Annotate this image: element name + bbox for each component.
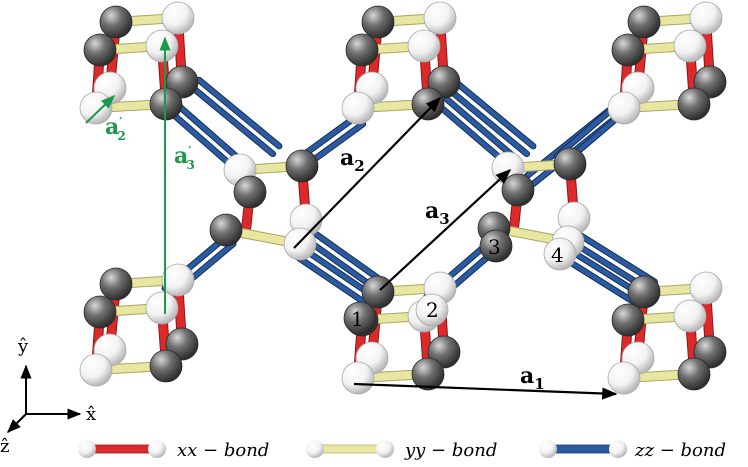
vector-a2-arrow bbox=[293, 96, 442, 249]
lattice-vector-layer bbox=[85, 36, 618, 400]
zz-bond-5 bbox=[448, 80, 537, 158]
cluster-4-atom-b bbox=[161, 263, 195, 297]
legend-item-xx: xx − bond bbox=[78, 440, 269, 461]
cluster-3-atom-c bbox=[611, 33, 645, 67]
cluster-6-atom-c bbox=[611, 303, 645, 337]
legend-label-yy: yy − bond bbox=[404, 440, 497, 461]
cluster-3-atom-g bbox=[607, 91, 641, 125]
cluster-6-atom-d bbox=[673, 299, 707, 333]
central-2-atom-b bbox=[553, 147, 587, 181]
legend-label-zz: zz − bond bbox=[634, 440, 726, 461]
cluster-6-atom-a bbox=[627, 275, 661, 309]
legend-item-zz: zz − bond bbox=[539, 440, 726, 461]
zz-bond-4 bbox=[433, 92, 517, 168]
cluster-5-atom-h bbox=[411, 357, 445, 391]
cluster-4-atom-g bbox=[79, 353, 113, 387]
cluster-3-atom-h bbox=[677, 87, 711, 121]
vector-a2-label: a2 bbox=[340, 145, 365, 175]
cluster-2-atom-d bbox=[407, 29, 441, 63]
cluster-5-atom-g bbox=[341, 361, 375, 395]
cluster-4-atom-a bbox=[99, 267, 133, 301]
cluster-3-atom-a bbox=[627, 5, 661, 39]
central-1-atom-f bbox=[283, 227, 317, 261]
cluster-2-atom-g bbox=[341, 91, 375, 125]
cluster-4-atom-h bbox=[149, 349, 183, 383]
site-label-1: 1 bbox=[351, 307, 364, 331]
vector-a3-prime-label: a′3 bbox=[174, 143, 195, 172]
atom-layer bbox=[79, 1, 727, 395]
site-atom-2 bbox=[415, 293, 449, 327]
cluster-2-atom-c bbox=[345, 33, 379, 67]
axis-z-label: ẑ bbox=[0, 436, 9, 457]
zz-bond-2 bbox=[189, 76, 283, 158]
cluster-6-atom-h bbox=[677, 357, 711, 391]
coordinate-axes: ŷ x̂ ẑ bbox=[0, 336, 96, 457]
bond-legend: xx − bond yy − bond zz − bond bbox=[78, 440, 726, 461]
zz-bond-3 bbox=[298, 112, 367, 168]
cluster-4-atom-d bbox=[145, 291, 179, 325]
central-1-atom-e bbox=[209, 213, 243, 247]
cluster-3-atom-d bbox=[673, 29, 707, 63]
vector-a2-prime-label: a′2 bbox=[105, 114, 126, 143]
vector-a3-arrow bbox=[379, 168, 512, 291]
axis-y-label: ŷ bbox=[17, 336, 29, 357]
site-atom-4 bbox=[543, 237, 577, 271]
cluster-4-atom-c bbox=[83, 295, 117, 329]
central-1-atom-c bbox=[233, 175, 267, 209]
vector-a2-prime-arrow bbox=[85, 95, 116, 124]
legend-item-yy: yy − bond bbox=[306, 440, 497, 461]
cluster-2-atom-a bbox=[361, 5, 395, 39]
site-label-3: 3 bbox=[488, 235, 501, 259]
vector-a1-label: a1 bbox=[520, 363, 545, 393]
vector-a1-arrow bbox=[353, 382, 618, 400]
cluster-6-atom-b bbox=[689, 271, 723, 305]
cluster-3-atom-b bbox=[689, 1, 723, 35]
cluster-6-atom-g bbox=[607, 361, 641, 395]
cluster-2-atom-h bbox=[411, 87, 445, 121]
central-1-atom-b bbox=[285, 149, 319, 183]
zz-bond-9 bbox=[289, 242, 377, 308]
site-atom-3 bbox=[479, 229, 513, 263]
cluster-2-atom-b bbox=[423, 1, 457, 35]
cluster-1-atom-c bbox=[83, 33, 117, 67]
central-2-atom-c bbox=[501, 173, 535, 207]
site-label-4: 4 bbox=[551, 243, 564, 267]
vector-a3-label: a3 bbox=[425, 198, 450, 228]
site-label-2: 2 bbox=[426, 298, 439, 322]
axis-x-label: x̂ bbox=[86, 404, 96, 425]
cluster-1-atom-a bbox=[99, 5, 133, 39]
legend-label-xx: xx − bond bbox=[177, 440, 269, 461]
cluster-1-atom-b bbox=[161, 1, 195, 35]
site-atom-1 bbox=[343, 301, 377, 335]
cluster-1-atom-d bbox=[145, 29, 179, 63]
